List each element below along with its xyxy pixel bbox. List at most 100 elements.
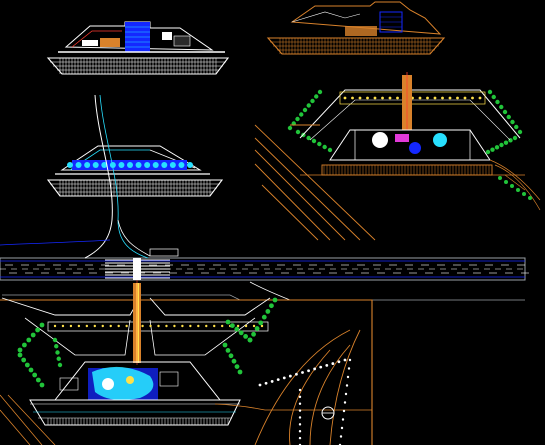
tree-symbol (17, 347, 23, 353)
tree-symbol (314, 94, 319, 99)
tree-symbol (269, 303, 274, 309)
tree-symbol (56, 356, 61, 361)
tree-symbol (258, 383, 262, 387)
tree-symbol (307, 369, 310, 373)
tree-symbol (247, 337, 253, 343)
tree-symbol (298, 416, 302, 419)
tree-symbol (35, 377, 41, 383)
tree-symbol (287, 125, 293, 131)
tree-symbol (173, 324, 176, 328)
tree-symbol (514, 124, 519, 130)
tree-symbol (339, 435, 343, 438)
tree-symbol (499, 104, 504, 110)
tree-symbol (317, 89, 323, 95)
tree-symbol (92, 162, 99, 168)
tree-symbol (311, 138, 317, 144)
tree-symbol (358, 96, 362, 100)
tree-symbol (298, 436, 302, 440)
tree-symbol (426, 96, 429, 100)
tree-symbol (516, 188, 520, 192)
tree-symbol (244, 324, 248, 328)
tree-symbol (366, 96, 369, 100)
tree-symbol (298, 402, 302, 405)
tree-symbol (341, 418, 345, 421)
tree-symbol (282, 376, 286, 380)
tree-symbol (53, 324, 57, 328)
tree-symbol (503, 140, 509, 145)
tree-symbol (288, 374, 292, 378)
tree-symbol (346, 375, 350, 379)
tree-symbol (75, 162, 82, 168)
tree-symbol (230, 323, 235, 328)
tree-symbol (396, 96, 399, 100)
tree-symbol (463, 96, 467, 100)
tree-symbol (517, 129, 523, 135)
tree-symbol (125, 324, 128, 328)
tree-symbol (157, 324, 160, 328)
tree-symbol (485, 149, 491, 155)
tree-symbol (528, 196, 532, 200)
tree-symbol (225, 348, 231, 353)
tree-symbol (243, 334, 249, 339)
tree-symbol (54, 344, 59, 349)
tree-symbol (231, 358, 237, 364)
tree-symbol (340, 426, 344, 430)
tree-symbol (55, 350, 60, 355)
tree-symbol (141, 324, 144, 328)
tree-symbol (495, 99, 500, 105)
ramp-west (84, 94, 113, 259)
tree-symbol (306, 103, 311, 108)
tree-symbol (441, 96, 444, 100)
tree-symbol (85, 324, 89, 328)
tree-symbol (169, 162, 176, 168)
tree-symbol (254, 326, 260, 331)
tree-symbol (197, 324, 200, 328)
tree-symbol (348, 358, 352, 362)
tree-symbol (17, 352, 23, 358)
tree-symbol (418, 96, 422, 100)
tree-symbol (491, 94, 496, 100)
tree-symbol (298, 423, 302, 426)
tree-symbol (67, 162, 73, 168)
tree-symbol (225, 319, 231, 325)
tree-symbol (251, 331, 256, 337)
tree-symbol (298, 409, 302, 412)
tree-symbol (178, 162, 185, 168)
tree-symbol (57, 362, 63, 368)
tree-symbol (388, 96, 392, 100)
tree-symbol (26, 337, 32, 343)
tree-symbol (306, 135, 311, 141)
tree-symbol (165, 324, 168, 328)
tree-symbol (310, 98, 315, 104)
tree-symbol (301, 371, 304, 374)
tree-symbol (109, 162, 116, 168)
tree-symbol (512, 135, 518, 141)
tree-symbol (276, 378, 280, 382)
tree-symbol (490, 147, 495, 152)
tree-symbol (181, 324, 184, 328)
tree-symbol (69, 324, 73, 328)
tree-symbol (252, 324, 256, 328)
tree-symbol (236, 324, 240, 328)
tree-symbol (261, 314, 267, 320)
tree-symbol (161, 162, 168, 168)
tree-symbol (448, 96, 452, 100)
tree-symbol (343, 96, 347, 100)
tree-symbol (234, 364, 240, 369)
tree-symbol (343, 401, 347, 404)
tree-symbol (189, 324, 192, 328)
tree-symbol (351, 96, 354, 100)
tree-symbol (325, 363, 329, 367)
tree-symbol (298, 430, 302, 433)
site-plan-upper (254, 72, 541, 241)
tree-symbol (494, 145, 500, 150)
tree-symbol (499, 142, 504, 148)
tree-symbol (152, 162, 159, 168)
tree-symbol (205, 324, 208, 328)
tree-symbol (22, 342, 27, 348)
tree-symbol (343, 358, 347, 362)
tree-symbol (327, 147, 333, 153)
tree-symbol (258, 320, 264, 326)
